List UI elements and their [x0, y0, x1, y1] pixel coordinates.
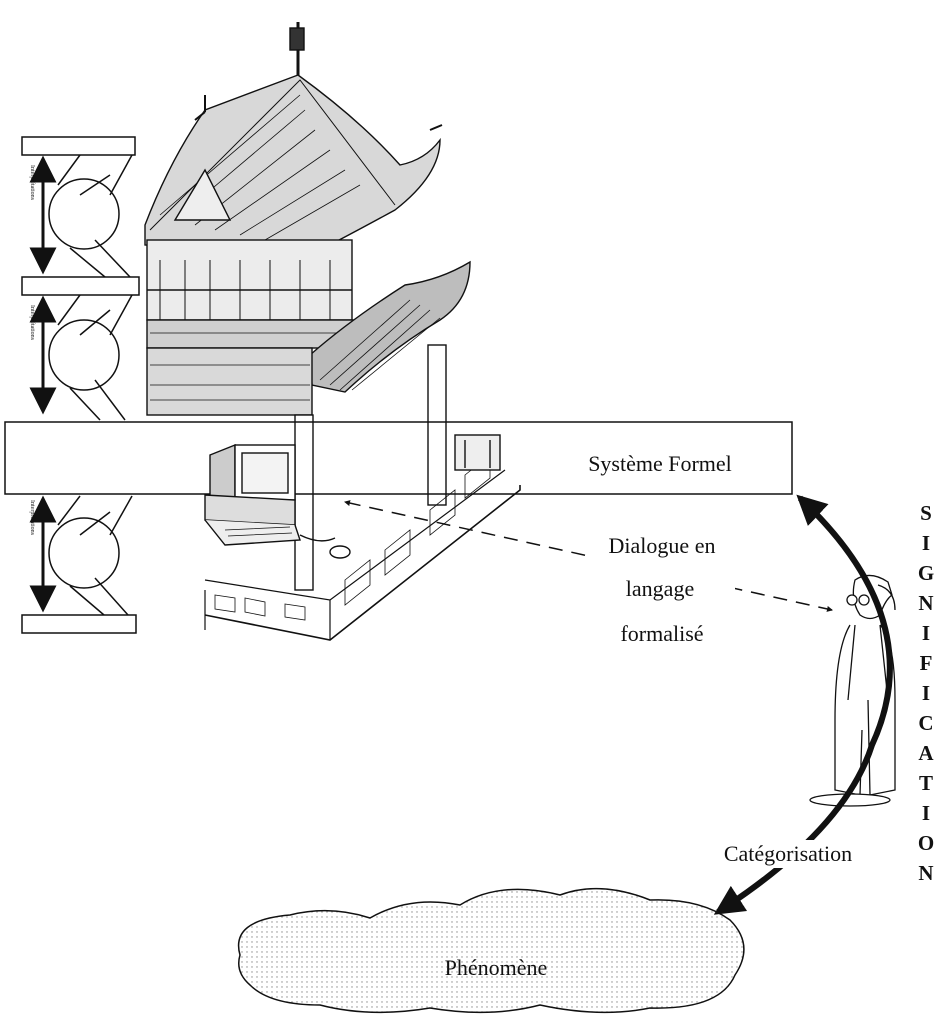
signification-letter: I	[922, 681, 930, 705]
phenomenon-label: Phénomène	[445, 955, 548, 980]
dialogue-line-3: formalisé	[620, 621, 703, 646]
signification-letter: F	[920, 651, 933, 675]
signification-letter: A	[918, 741, 934, 765]
dialogue-line-2: langage	[626, 576, 694, 601]
interpretation-label-2: Interprétations	[29, 305, 35, 341]
signification-label: S I G N I F I C A T I O N	[918, 501, 935, 885]
signification-letter: I	[922, 801, 930, 825]
signification-letter: G	[918, 561, 934, 585]
signification-letter: C	[918, 711, 933, 735]
dialogue-arrow	[344, 500, 833, 612]
interpretation-label-3: Interprétations	[29, 500, 35, 536]
signification-letter: T	[919, 771, 933, 795]
pagoda-illustration	[144, 22, 521, 641]
interpretation-stack	[21, 136, 140, 634]
signification-letter: O	[918, 831, 934, 855]
categorisation-label: Catégorisation	[724, 841, 852, 866]
signification-letter: I	[922, 531, 930, 555]
signification-letter: S	[920, 501, 932, 525]
signification-letter: N	[918, 861, 933, 885]
dialogue-label: Dialogue en langage formalisé	[590, 528, 735, 648]
computer-icon	[204, 443, 351, 559]
signification-letter: I	[922, 621, 930, 645]
signification-letter: N	[918, 591, 933, 615]
dialogue-line-1: Dialogue en	[609, 533, 716, 558]
interpretation-label-1: Interprétations	[29, 165, 35, 201]
formal-system-label: Système Formel	[588, 451, 732, 476]
phenomenon-cloud	[237, 887, 745, 1014]
formal-system-box	[4, 421, 793, 495]
